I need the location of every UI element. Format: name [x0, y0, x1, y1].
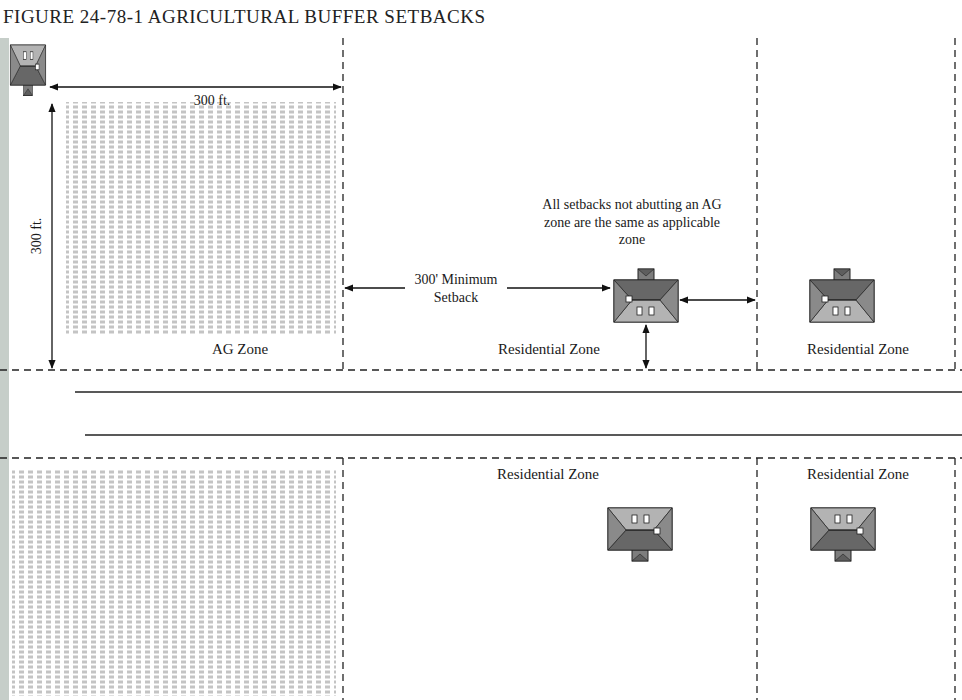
zone-region: Residential Zone	[343, 458, 757, 700]
dimension-label: 300 ft.	[28, 218, 46, 255]
dimension-label: 300 ft.	[194, 92, 231, 110]
side-band	[0, 38, 9, 700]
house-icon	[608, 508, 672, 561]
zone-label: Residential Zone	[498, 341, 600, 358]
zone-label: Residential Zone	[807, 341, 909, 358]
zone-label: Residential Zone	[807, 466, 909, 483]
house-icon	[10, 45, 45, 95]
dimension-arrows	[50, 87, 755, 368]
house-icon	[810, 269, 874, 322]
zone-region: Residential Zone	[757, 458, 955, 700]
crop-field	[66, 102, 336, 334]
zone-label: Residential Zone	[497, 466, 599, 483]
zone-region: Residential Zone	[757, 38, 955, 370]
crop-field	[12, 470, 336, 696]
house-icon	[811, 508, 875, 561]
zone-region: AG Zone	[55, 38, 343, 370]
figure-title: FIGURE 24-78-1 AGRICULTURAL BUFFER SETBA…	[3, 6, 485, 28]
house-icon	[614, 269, 678, 322]
note-text: All setbacks not abutting an AG zone are…	[537, 196, 727, 249]
zone-boundaries	[0, 38, 962, 700]
road-edges	[75, 392, 962, 435]
zone-label: AG Zone	[212, 341, 268, 358]
setback-label: 300' Minimum Setback	[405, 270, 507, 307]
